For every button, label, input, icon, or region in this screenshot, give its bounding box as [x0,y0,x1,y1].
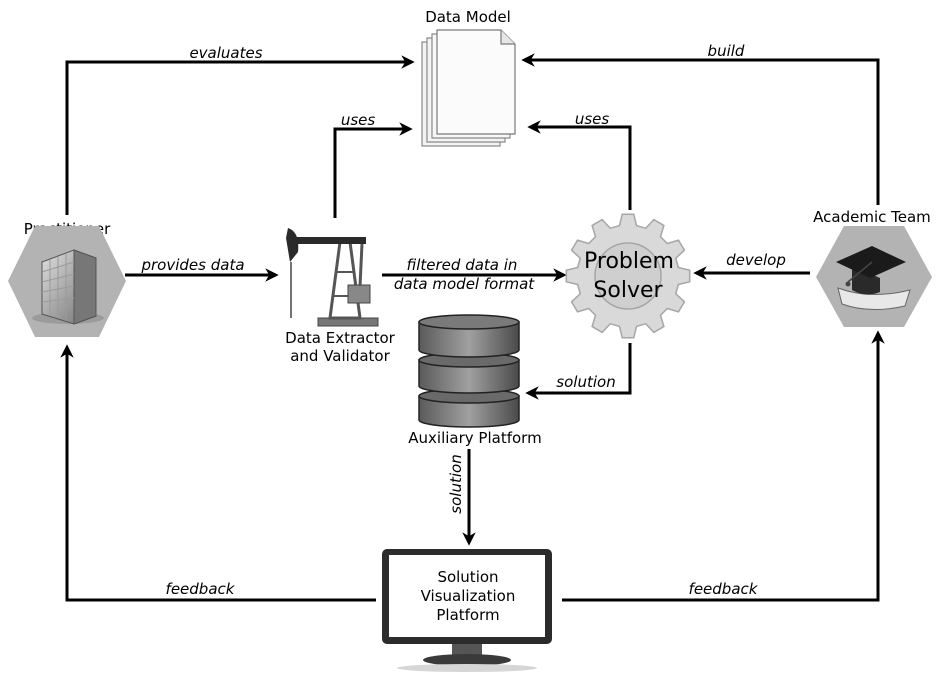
node-problem-solver: Problem Solver [565,213,691,339]
label-solution-right: solution [556,373,615,391]
edge-solution-right [525,343,632,400]
label-uses-left: uses [341,111,376,129]
graduation-cap-icon [836,246,911,311]
edge-uses-right [527,120,632,210]
label-feedback-left: feedback [166,580,236,598]
label-filtered-line1: filtered data in [407,256,518,274]
connectors [60,53,885,602]
label-uses-right: uses [575,110,610,128]
node-auxiliary-platform: Auxiliary Platform [408,314,542,447]
node-data-extractor: Data Extractor and Validator [285,228,396,365]
document-stack-icon [421,29,516,147]
academic-team-label: Academic Team [813,208,931,226]
viz-label-line3: Platform [436,606,499,624]
label-filtered-line2: data model format [394,275,535,293]
edge-uses-left [333,122,413,218]
viz-label-line1: Solution [437,568,498,586]
label-develop: develop [726,251,786,269]
node-academic-team: Academic Team [813,208,932,327]
office-building-icon [32,249,104,325]
edge-feedback-right [562,330,885,602]
auxiliary-label: Auxiliary Platform [408,429,541,447]
edge-labels: evaluates build uses uses provides data … [140,42,785,598]
extractor-label-line2: and Validator [290,347,390,365]
edge-evaluates [65,55,415,215]
edge-feedback-left [60,344,376,602]
solver-label-line1: Problem [584,249,674,274]
node-practitioner: Practitioner [8,220,126,337]
label-build: build [708,42,745,60]
solver-label-line2: Solver [593,278,663,303]
pumpjack-icon [286,228,379,327]
extractor-label-line1: Data Extractor [285,329,395,347]
data-model-label: Data Model [425,8,511,26]
viz-label-line2: Visualization [421,587,516,605]
node-visualization-platform: Solution Visualization Platform [382,549,552,672]
label-evaluates: evaluates [189,44,262,62]
node-data-model: Data Model [421,8,516,147]
gear-hub [594,242,662,310]
edge-build [521,53,880,205]
label-feedback-right: feedback [689,580,759,598]
monitor-icon [382,549,552,672]
database-icon [418,314,520,428]
label-solution-down: solution [447,454,465,513]
label-provides-data: provides data [140,256,244,274]
